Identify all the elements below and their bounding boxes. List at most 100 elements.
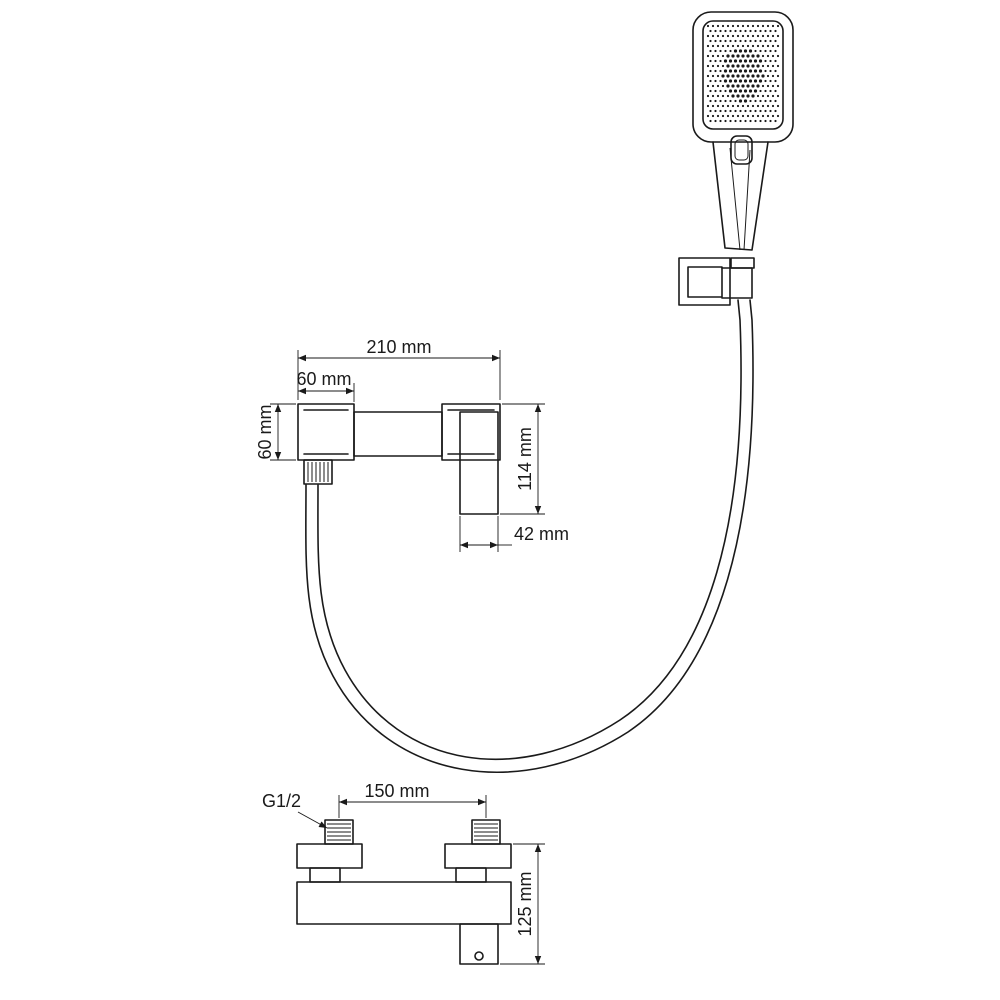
nozzle-dot [709,119,712,123]
nozzle-dot [769,79,772,83]
nozzle-dot [736,94,740,98]
nozzle-dot [751,94,755,98]
nozzle-dot [736,44,740,48]
nozzle-dot [746,24,750,28]
nozzle-dot [729,39,732,43]
dimension-60-height: 60 mm [255,403,296,461]
nozzle-dot [764,39,767,43]
nozzle-dot [728,79,733,83]
nozzle-dot [709,59,712,63]
nozzle-dot [774,99,777,103]
nozzle-dot [721,74,725,78]
nozzle-dot [761,24,765,28]
nozzle-dot [721,94,725,98]
nozzle-dot [729,119,732,123]
nozzle-dot [729,99,732,103]
nozzle-dot [714,69,717,73]
nozzle-dot [721,114,725,118]
nozzle-dot [714,39,717,43]
nozzle-dot [709,69,712,73]
nozzle-dot [761,114,765,118]
nozzle-dot [744,119,747,123]
nozzle-dot [724,99,727,103]
nozzle-dot [751,34,755,38]
mixer-top-view [296,819,512,965]
nozzle-dot [736,64,740,68]
nozzle-dot [739,39,742,43]
nozzle-dot [761,84,765,88]
nozzle-dot [741,24,745,28]
spray-button [730,135,753,165]
nozzle-dot [761,104,765,108]
nozzle-dot [743,89,748,93]
nozzle-dot [739,109,742,113]
nozzle-dot [709,39,712,43]
nozzle-dot [711,94,715,98]
nozzle-dot [706,44,710,48]
nozzle-dot [734,39,737,43]
nozzle-dot [746,94,750,98]
nozzle-dot [716,24,720,28]
nozzle-dot [709,99,712,103]
nozzle-dot [771,104,775,108]
nozzle-dot [716,94,720,98]
nozzle-dot [774,49,777,53]
nozzle-dot [753,79,758,83]
nozzle-dot [731,44,735,48]
nozzle-dot [774,39,777,43]
nozzle-dot [774,69,777,73]
nozzle-dot [734,99,737,103]
nozzle-dot [748,89,753,93]
nozzle-dot [753,59,758,63]
nozzle-dot [706,114,710,118]
nozzle-dot [719,119,722,123]
nozzle-dot [761,44,765,48]
nozzle-dot [739,29,742,33]
thread-leader [297,811,328,829]
nozzle-dot [774,59,777,63]
nozzle-dot [766,94,770,98]
nozzle-dot [749,109,752,113]
nozzle-dot [766,44,770,48]
nozzle-dot [766,114,770,118]
nozzle-dot [706,34,710,38]
nozzle-dot [726,24,730,28]
spout-outlet [474,951,484,961]
nozzle-dot [726,94,730,98]
nozzle-dot [736,74,740,78]
nozzle-dot [724,89,727,93]
nozzle-dot [776,94,780,98]
nozzle-dot [769,69,772,73]
nozzle-dot [731,114,735,118]
nozzle-dot [769,29,772,33]
nozzle-dot [733,49,738,53]
nozzle-dot [771,94,775,98]
nozzle-dot [744,109,747,113]
nozzle-dot [754,29,757,33]
nozzle-dot [756,34,760,38]
nozzle-dot [748,79,753,83]
right-thread-lines [474,823,498,841]
nozzle-dot [719,109,722,113]
label-125: 125 mm [515,871,535,936]
wall-holder [678,257,755,306]
nozzle-dot [766,64,770,68]
nozzle-dot [741,114,745,118]
nozzle-dot [711,34,715,38]
nozzle-dot [729,29,732,33]
nozzle-dot [751,44,755,48]
nozzle-dot [774,79,777,83]
nozzle-dot [766,54,770,58]
nozzle-dot [764,89,767,93]
nozzle-dot [748,59,753,63]
nozzle-dot [751,74,755,78]
nozzle-dot [709,109,712,113]
holder-plate [678,257,731,306]
nozzle-dot [719,39,722,43]
nozzle-dot [739,119,742,123]
nozzle-dot [771,54,775,58]
nozzle-dot [771,64,775,68]
nozzle-dot [751,104,755,108]
nozzle-dot [776,114,780,118]
mixer-top-body [296,881,512,925]
